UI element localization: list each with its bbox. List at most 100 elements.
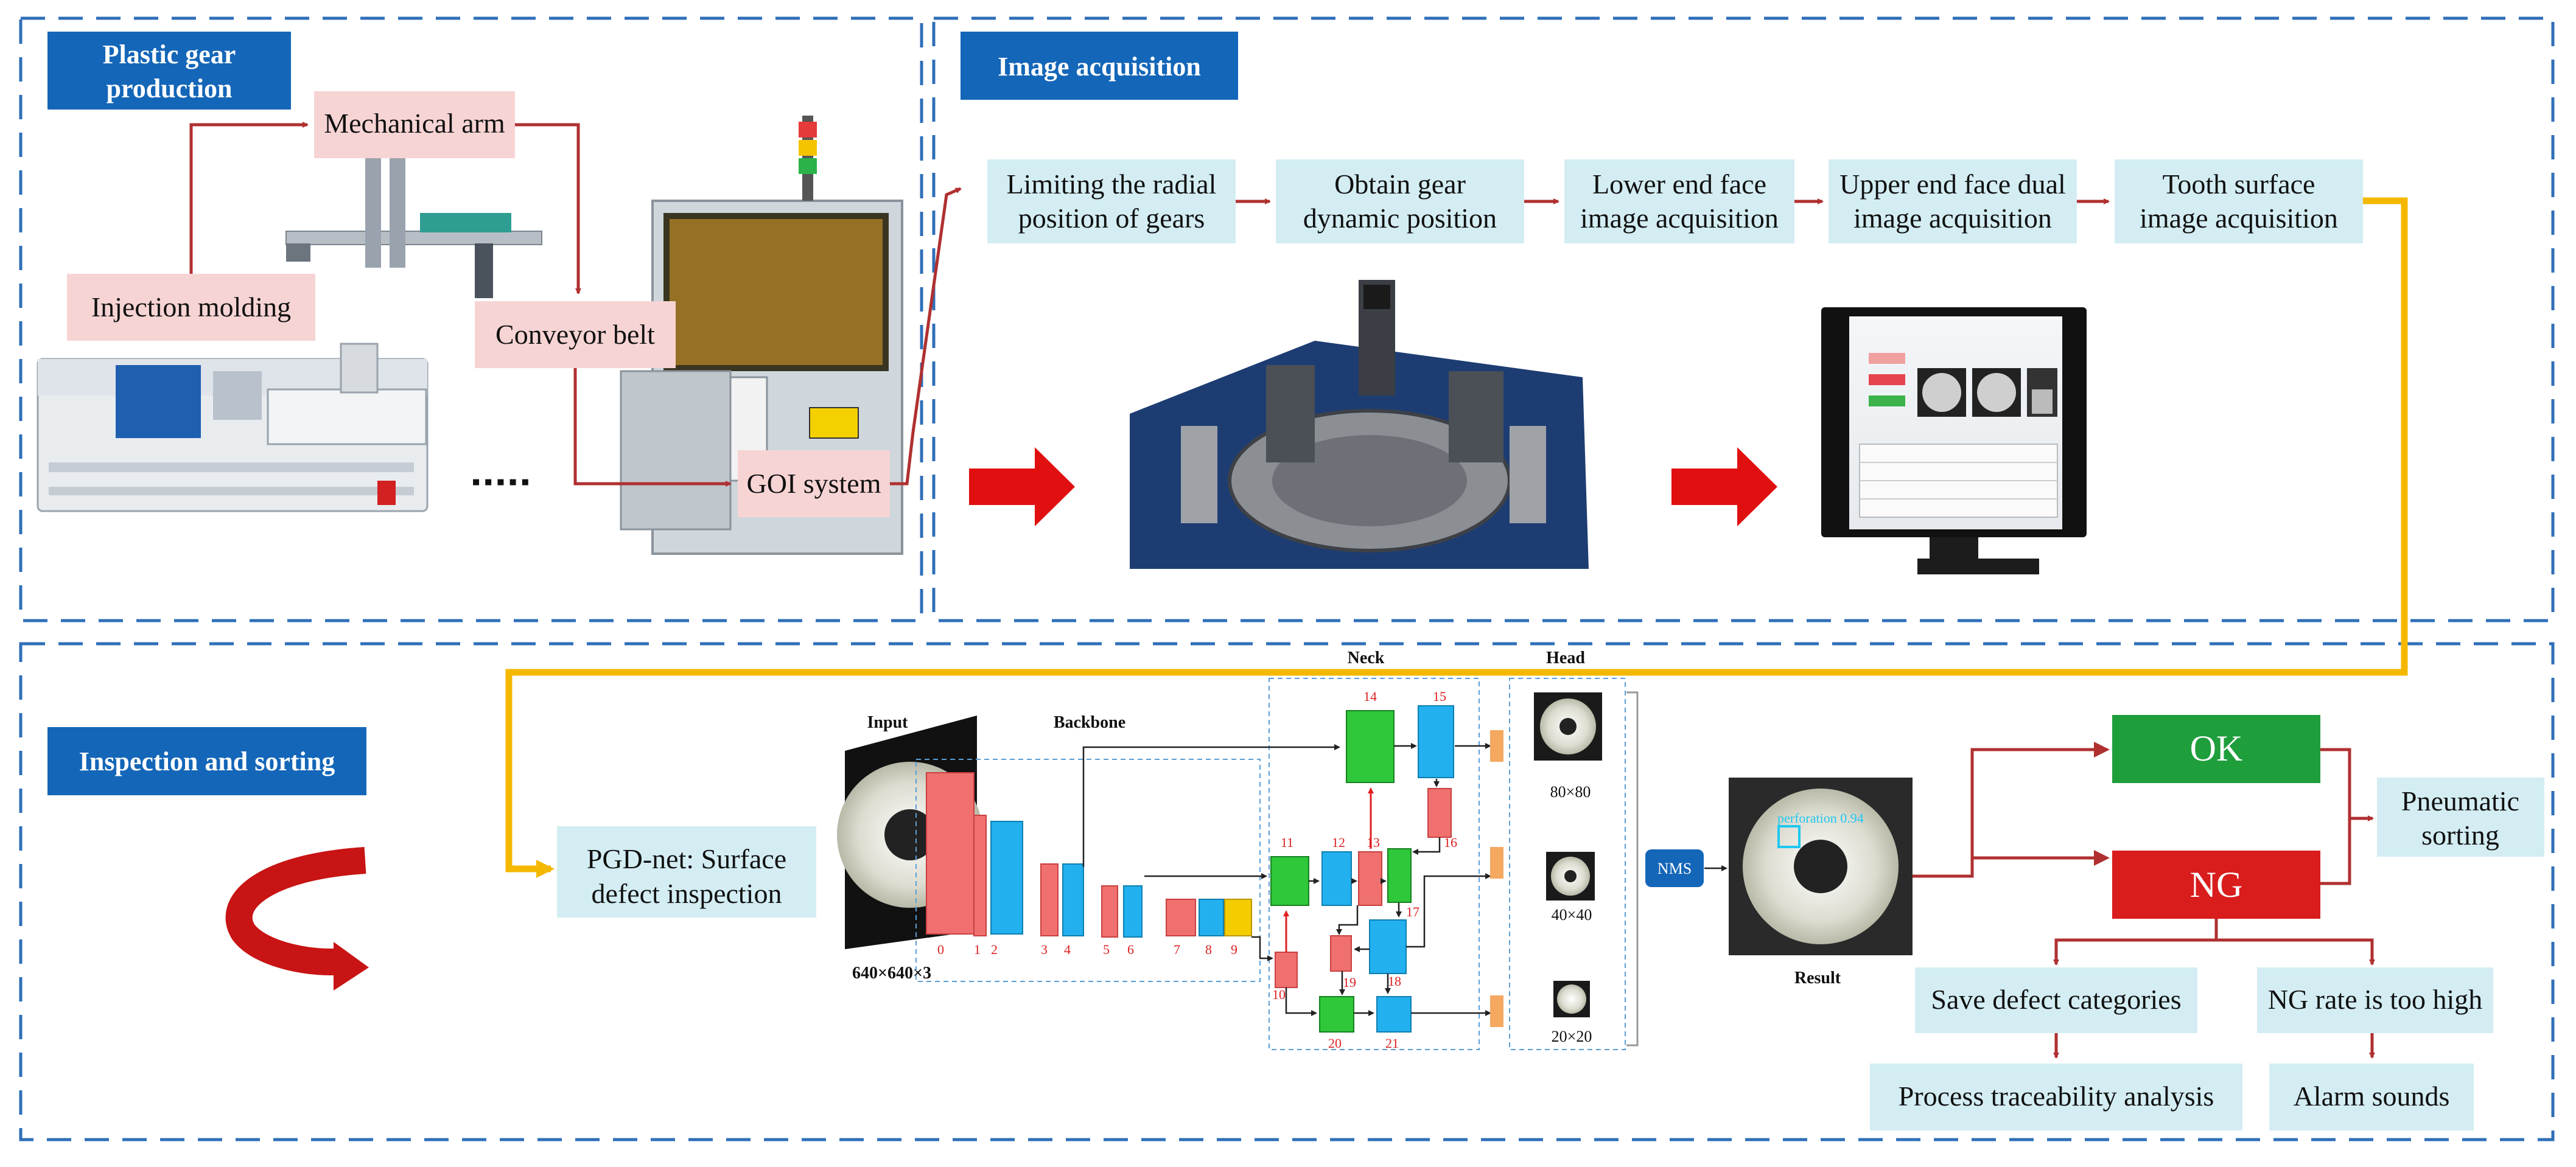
big-red-arrow-1 [969, 447, 1075, 526]
layer-3 [1040, 863, 1059, 936]
layer-num-16: 16 [1444, 835, 1457, 850]
alarm-label: Alarm sounds [2294, 1081, 2450, 1112]
production-header-line2: production [106, 74, 232, 103]
layer-4 [1062, 863, 1084, 936]
head-label: Head [1546, 649, 1585, 667]
pneumatic-line1: Pneumatic [2401, 786, 2519, 817]
layer-16 [1427, 788, 1452, 838]
acquisition-header [961, 32, 1238, 100]
inspection-header [47, 727, 366, 795]
step-4-box [1829, 159, 2077, 243]
layer-8 [1199, 899, 1224, 936]
layer-11 [1270, 856, 1309, 906]
mechanical-arm-box [314, 91, 515, 158]
backbone-layers [926, 772, 1252, 938]
step-4-line2: image acquisition [1853, 203, 2052, 234]
step-1-line1: Limiting the radial [1007, 169, 1217, 200]
injection-molding-label: Injection molding [91, 291, 291, 322]
result-label: Result [1794, 969, 1841, 988]
backbone-layer-numbers: 0 1 2 3 4 5 6 7 8 9 [937, 942, 1237, 957]
goi-system-label: GOI system [746, 468, 881, 499]
production-header [47, 32, 291, 110]
head-bracket [1626, 691, 1639, 1047]
acquisition-header-label: Image acquisition [998, 52, 1201, 82]
layer-5 [1101, 885, 1118, 938]
step-1-line2: position of gears [1018, 203, 1205, 234]
result-image [1729, 778, 1913, 955]
gold-connector [505, 197, 2408, 878]
pgd-net-box [557, 826, 816, 918]
layer-num-3: 3 [1041, 942, 1048, 957]
layer-18 [1369, 919, 1407, 974]
layer-2 [990, 821, 1023, 935]
arrow-injection-to-arm [189, 122, 309, 274]
save-defect-label: Save defect categories [1931, 984, 2181, 1015]
head-output-images [1534, 692, 1602, 1017]
nms-box [1645, 849, 1704, 887]
layer-num-21: 21 [1385, 1036, 1399, 1051]
conveyor-belt-box [475, 301, 676, 368]
layer-num-5: 5 [1103, 942, 1110, 957]
step-2-box [1276, 159, 1524, 243]
head-size-80: 80×80 [1550, 783, 1591, 801]
arrow-conveyor-to-goi [573, 368, 732, 487]
ng-label: NG [2190, 865, 2243, 905]
layer-13 [1358, 851, 1382, 906]
layer-10 [1275, 952, 1298, 988]
layer-15 [1418, 705, 1454, 778]
layer-21 [1376, 996, 1412, 1033]
backbone-region [915, 759, 1261, 982]
inspection-station-image [1130, 280, 1589, 569]
input-size-label: 640×640×3 [852, 964, 931, 983]
step-2-line2: dynamic position [1303, 203, 1497, 234]
step-3-line2: image acquisition [1580, 203, 1779, 234]
arrow-goi-to-acquisition [890, 187, 962, 486]
network-connections [1082, 743, 1491, 1016]
layer-7 [1166, 899, 1196, 936]
step-5-line2: image acquisition [2140, 203, 2338, 234]
goi-system-box [738, 450, 890, 517]
pgd-net-line1: PGD-net: Surface [587, 843, 786, 874]
layer-num-0: 0 [937, 942, 944, 957]
layer-num-1: 1 [974, 942, 981, 957]
injection-molding-box [67, 274, 315, 341]
ng-rate-box [2257, 967, 2493, 1033]
mechanical-arm-label: Mechanical arm [324, 108, 505, 139]
layer-num-2: 2 [991, 942, 998, 957]
layer-num-15: 15 [1433, 689, 1446, 704]
input-label: Input [867, 713, 909, 732]
layer-num-9: 9 [1231, 942, 1237, 957]
step-5-box [2115, 159, 2363, 243]
mechanical-arm-image [285, 152, 542, 298]
ok-label: OK [2190, 728, 2243, 768]
layer-9 [1224, 899, 1252, 936]
ng-rate-label: NG rate is too high [2268, 984, 2483, 1015]
conveyor-belt-label: Conveyor belt [495, 319, 655, 350]
pgd-net-line2: defect inspection [592, 878, 782, 909]
layer-num-19: 19 [1343, 975, 1356, 990]
head-region [1509, 678, 1626, 1050]
step-1-box [987, 159, 1236, 243]
arrow-arm-to-conveyor [515, 123, 581, 294]
layer-num-4: 4 [1064, 942, 1071, 957]
big-red-arrow-2 [1671, 447, 1777, 526]
acquisition-section-border [932, 16, 2555, 622]
pneumatic-box [2377, 778, 2544, 857]
neck-layers [1270, 705, 1454, 1033]
neck-upsample-arrows [1283, 787, 1374, 952]
layer-6 [1123, 885, 1143, 938]
layer-19 [1330, 935, 1352, 972]
nms-label: NMS [1657, 860, 1692, 877]
inspection-header-label: Inspection and sorting [79, 747, 335, 776]
injection-molding-machine-image [37, 343, 429, 512]
cycle-arrow-icon [225, 847, 369, 991]
layer-num-17: 17 [1406, 904, 1419, 919]
save-defect-box [1915, 967, 2197, 1033]
step-2-line1: Obtain gear [1334, 169, 1466, 200]
layer-num-7: 7 [1174, 942, 1180, 957]
head-size-40: 40×40 [1552, 906, 1592, 924]
process-trace-label: Process traceability analysis [1899, 1081, 2214, 1112]
head-blocks [1490, 730, 1503, 1027]
ellipsis-dots: ▪▪▪▪▪ [472, 468, 533, 495]
